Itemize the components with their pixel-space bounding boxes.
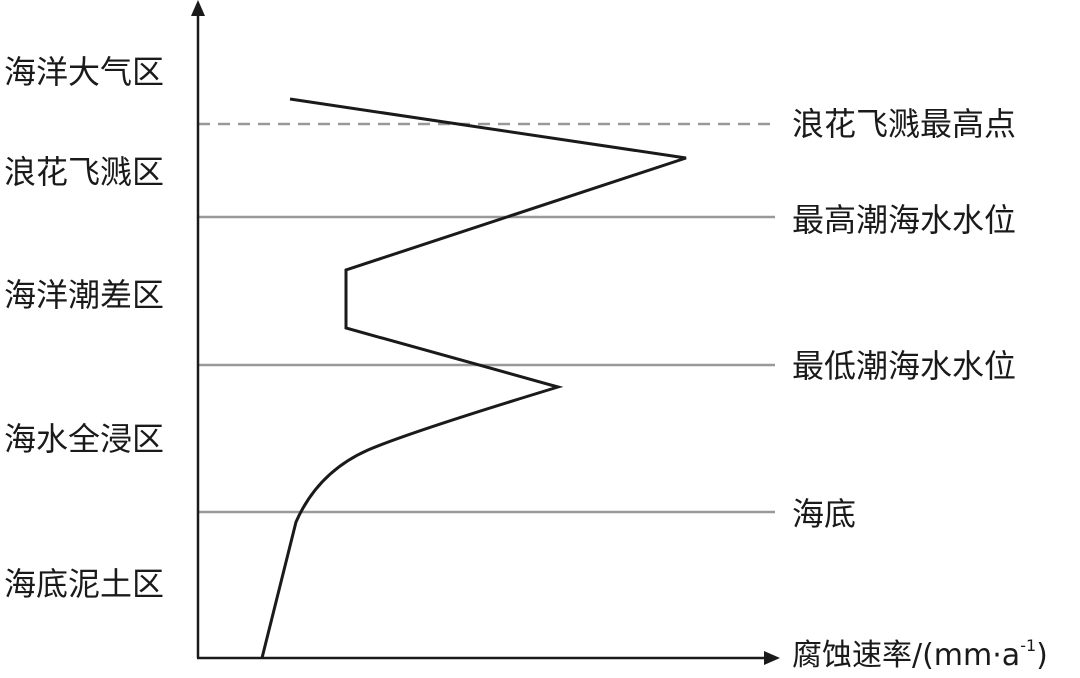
level-label-splash-top: 浪花飞溅最高点 — [792, 105, 1017, 143]
zone-label-splash: 浪花飞溅区 — [4, 153, 165, 191]
corrosion-rate-curve — [260, 97, 687, 659]
x-axis-label-main: 腐蚀速率/(mm·a — [792, 638, 1021, 673]
x-axis-arrow-icon — [764, 651, 780, 665]
x-axis-label: 腐蚀速率/(mm·a-1) — [792, 638, 1048, 674]
zone-label-tidal: 海洋潮差区 — [4, 276, 165, 314]
y-axis-arrow-icon — [191, 0, 205, 16]
level-label-seabed: 海底 — [792, 495, 857, 533]
level-label-low-tide: 最低潮海水水位 — [792, 347, 1017, 385]
x-axis-label-superscript: -1 — [1020, 636, 1037, 655]
zone-label-immersion: 海水全浸区 — [4, 420, 165, 458]
zone-label-seabed-mud: 海底泥土区 — [4, 565, 165, 603]
zone-label-marine-atmosphere: 海洋大气区 — [4, 53, 165, 91]
level-label-high-tide: 最高潮海水水位 — [792, 201, 1017, 239]
x-axis-label-close: ) — [1036, 638, 1048, 673]
